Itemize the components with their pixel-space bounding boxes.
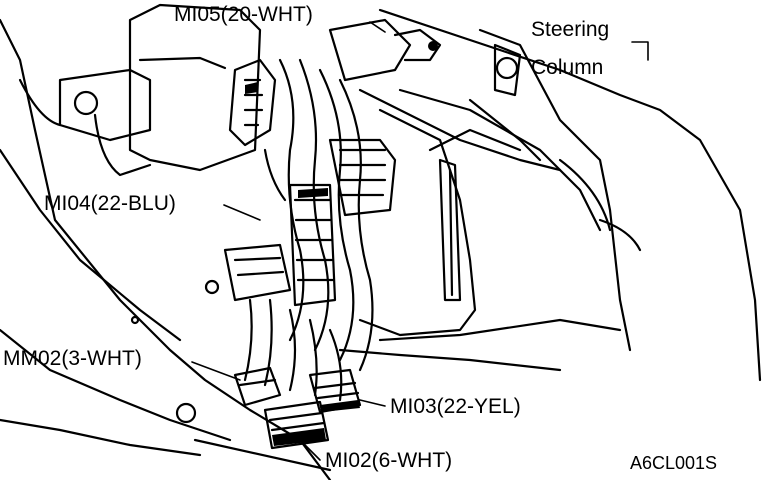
connector-mm02-body [233, 366, 282, 407]
connector-mi02-body [263, 400, 330, 450]
dash-panel-outline [0, 18, 332, 480]
label-mi04: MI04(22-BLU) [44, 192, 176, 215]
figure-code: A6CL001S [630, 453, 718, 473]
connector-mi05-body [228, 18, 562, 172]
connector-shade-1 [245, 82, 258, 94]
connector-mi03-body [308, 368, 362, 414]
connector-shade-2 [298, 188, 328, 198]
steering-column-body [338, 8, 762, 382]
bracket-hole-lower [175, 402, 197, 424]
label-mi03: MI03(22-YEL) [390, 395, 521, 418]
module-housing [93, 3, 262, 177]
wire-clip [428, 41, 438, 51]
label-mi05: MI05(20-WHT) [174, 3, 313, 26]
bracket-hole-upper [73, 90, 99, 116]
wire-harness-bundle [223, 58, 397, 402]
label-mm02: MM02(3-WHT) [3, 347, 142, 370]
steering-bolt [495, 56, 519, 80]
connector-shade-3 [272, 428, 326, 446]
bracket-hole-mid [204, 279, 220, 295]
connector-shade-4 [320, 400, 360, 412]
label-steering: Steering [531, 18, 610, 41]
label-column: Column [531, 56, 604, 79]
bracket-hole-small [130, 315, 140, 325]
leader-lines [191, 21, 649, 461]
label-mi02: MI02(6-WHT) [325, 449, 453, 472]
